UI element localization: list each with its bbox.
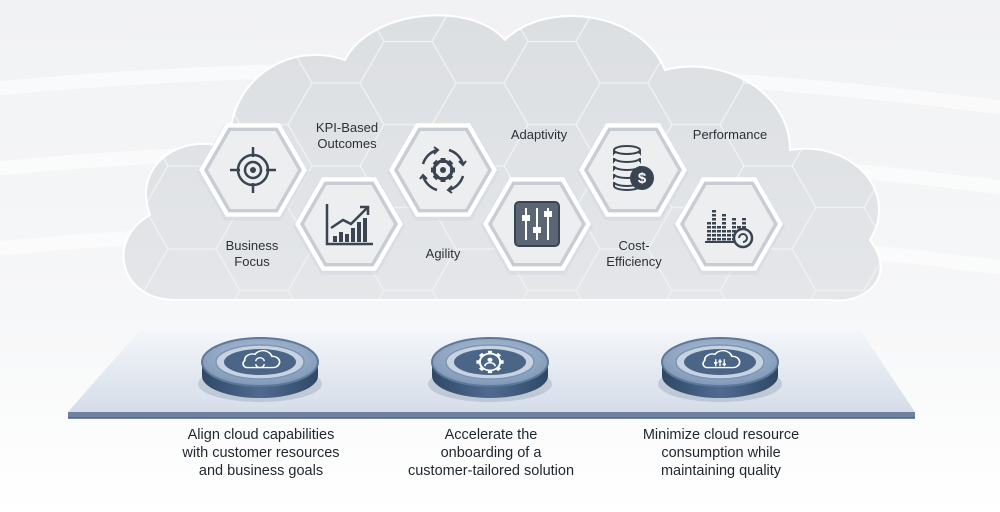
- label-kpi-based-outcomes: KPI-Based Outcomes: [292, 120, 402, 152]
- caption-accelerate: Accelerate the onboarding of a customer-…: [376, 426, 606, 480]
- hexagon-rising-bar-chart: [293, 177, 405, 275]
- label-cost-line-2: Efficiency: [606, 254, 662, 269]
- caption-minimize: Minimize cloud resource consumption whil…: [606, 426, 836, 480]
- caption-align: Align cloud capabilities with customer r…: [146, 426, 376, 480]
- label-performance-text: Performance: [692, 127, 768, 142]
- label-kpi-line-2: Outcomes: [317, 136, 377, 151]
- gear-user-icon: [476, 350, 504, 374]
- label-agility: Agility: [388, 246, 498, 262]
- disc-cloud-sliders: [658, 337, 782, 402]
- caption-align-line-1: Align cloud capabilities: [187, 427, 335, 443]
- label-agility-text: Agility: [425, 246, 461, 261]
- caption-minimize-line-3: maintaining quality: [660, 463, 782, 479]
- cloud-sliders-icon: [702, 349, 741, 369]
- hexagon-target: [197, 123, 309, 221]
- label-business-line-2: Focus: [234, 254, 270, 269]
- caption-minimize-line-1: Minimize cloud resource: [642, 427, 800, 443]
- rising-bar-chart-icon: [325, 204, 373, 246]
- label-performance: Performance: [675, 127, 785, 143]
- label-adaptivity: Adaptivity: [484, 127, 594, 143]
- slider-controls-icon: [514, 201, 560, 247]
- label-kpi-line-1: KPI-Based: [315, 120, 379, 135]
- hexagon-gear-cycle: [387, 123, 499, 221]
- hexagon-performance-meter: [673, 177, 785, 275]
- performance-meter-icon: [705, 210, 754, 249]
- caption-accelerate-line-2: onboarding of a: [440, 445, 542, 461]
- svg-text:$: $: [638, 170, 647, 187]
- label-business-focus: Business Focus: [197, 238, 307, 270]
- label-cost-efficiency: Cost- Efficiency: [579, 238, 689, 270]
- label-cost-line-1: Cost-: [618, 238, 650, 253]
- caption-align-line-3: and business goals: [198, 463, 324, 479]
- caption-accelerate-line-3: customer-tailored solution: [407, 463, 575, 479]
- caption-align-line-2: with customer resources: [182, 445, 340, 461]
- label-business-line-1: Business: [225, 238, 279, 253]
- hexagon-coin-stack-dollar: $: [577, 123, 689, 221]
- label-adaptivity-text: Adaptivity: [510, 127, 568, 142]
- disc-gear-user: [428, 337, 552, 402]
- cloud-sync-icon: [242, 349, 281, 369]
- caption-minimize-line-2: consumption while: [661, 445, 781, 461]
- coin-stack-dollar-icon: $: [613, 145, 654, 191]
- disc-cloud-sync: [198, 337, 322, 402]
- target-icon: [230, 147, 276, 193]
- hexagon-slider-controls: [481, 177, 593, 275]
- caption-accelerate-line-1: Accelerate the: [444, 427, 538, 443]
